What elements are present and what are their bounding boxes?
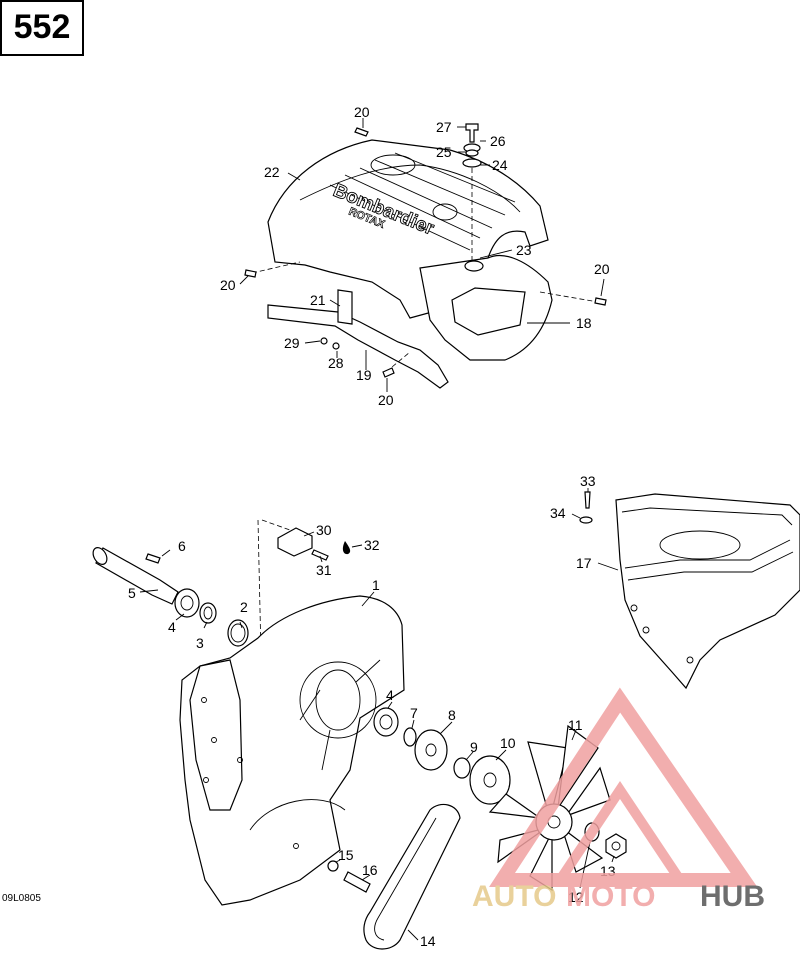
callout-5: 5 [128, 585, 136, 601]
callout-32: 32 [364, 537, 380, 553]
washer-34 [579, 516, 593, 524]
washer-28 [332, 342, 340, 350]
screw-20-top [354, 127, 369, 137]
washer-7 [403, 727, 417, 747]
callout-31: 31 [316, 562, 332, 578]
callout-29: 29 [284, 335, 300, 351]
threadlocker-32 [342, 541, 351, 555]
shaft-parts: 6 5 4 3 2 [92, 538, 249, 651]
upper-leader-lines [239, 118, 605, 392]
callout-24: 24 [492, 157, 508, 173]
watermark-hub: HUB [700, 880, 765, 913]
spacer-9 [453, 757, 471, 779]
callout-10: 10 [500, 735, 516, 751]
callout-1: 1 [372, 577, 380, 593]
callout-8: 8 [448, 707, 456, 723]
grommet-24 [462, 158, 482, 168]
upper-callouts: 20 22 27 26 25 24 23 20 20 21 18 29 28 1… [220, 104, 610, 408]
callout-17: 17 [576, 555, 592, 571]
callout-11: 11 [568, 717, 583, 733]
callout-4: 4 [386, 687, 394, 703]
watermark-moto: MOTO [566, 880, 655, 913]
callout-20: 20 [220, 277, 236, 293]
callout-14: 14 [420, 933, 436, 949]
clip-group: 30 32 31 [277, 522, 380, 578]
page-number: 552 [13, 8, 71, 46]
callout-7: 7 [410, 705, 418, 721]
cover-opening [451, 287, 526, 336]
bracket-tab [337, 289, 353, 325]
woodruff-key [145, 553, 161, 564]
callout-21: 21 [310, 292, 326, 308]
fan-cover-assembly: Bombardier ROTAX [244, 123, 607, 389]
callout-16: 16 [362, 862, 378, 878]
callout-23: 23 [516, 242, 532, 258]
drawing-code: 09L0805 [2, 893, 41, 904]
callout-22: 22 [264, 164, 280, 180]
callout-20: 20 [378, 392, 394, 408]
housing-fasteners: 15 16 [327, 847, 378, 893]
callout-30: 30 [316, 522, 332, 538]
spacer-ring [199, 602, 217, 624]
screw-33 [584, 491, 591, 509]
callout-2: 2 [240, 599, 248, 615]
bearing-upper [174, 588, 200, 618]
callout-12: 12 [568, 889, 584, 905]
callout-33: 33 [580, 473, 596, 489]
watermark-auto: AUTO [472, 880, 556, 913]
pulley-parts: 4 7 8 9 10 [373, 687, 516, 805]
callout-18: 18 [576, 315, 592, 331]
cover-bracket [267, 304, 449, 389]
fan-shaft [95, 547, 179, 605]
screw-20-left [244, 269, 257, 278]
screw-27 [465, 123, 479, 143]
clip-30 [277, 527, 313, 557]
fan-housing-17: 33 34 17 [550, 473, 800, 690]
callout-34: 34 [550, 505, 566, 521]
watermark-triangle [489, 687, 758, 887]
watermark-logo: AUTO MOTO HUB [472, 687, 765, 913]
page-number-box: 552 [0, 0, 84, 56]
callout-25: 25 [436, 144, 452, 160]
pulley-half-8 [414, 729, 448, 771]
callout-3: 3 [196, 635, 204, 651]
callout-28: 28 [328, 355, 344, 371]
callout-20: 20 [354, 104, 370, 120]
washer-25 [465, 149, 479, 157]
callout-20: 20 [594, 261, 610, 277]
screw-20-bottom [382, 367, 395, 378]
nut-13 [605, 833, 627, 859]
callout-9: 9 [470, 739, 478, 755]
callout-26: 26 [490, 133, 506, 149]
screw-31 [311, 549, 329, 561]
callout-4: 4 [168, 619, 176, 635]
callout-15: 15 [338, 847, 354, 863]
fan-belt: 14 [363, 803, 461, 950]
callout-27: 27 [436, 119, 452, 135]
pulley-half-10 [469, 755, 511, 805]
washer-15 [327, 860, 339, 872]
screw-20-right [594, 297, 607, 306]
callout-6: 6 [178, 538, 186, 554]
rivet-29 [320, 337, 328, 345]
callout-19: 19 [356, 367, 372, 383]
bearing-lower [373, 707, 399, 737]
fan-housing-1: 1 [179, 577, 405, 906]
